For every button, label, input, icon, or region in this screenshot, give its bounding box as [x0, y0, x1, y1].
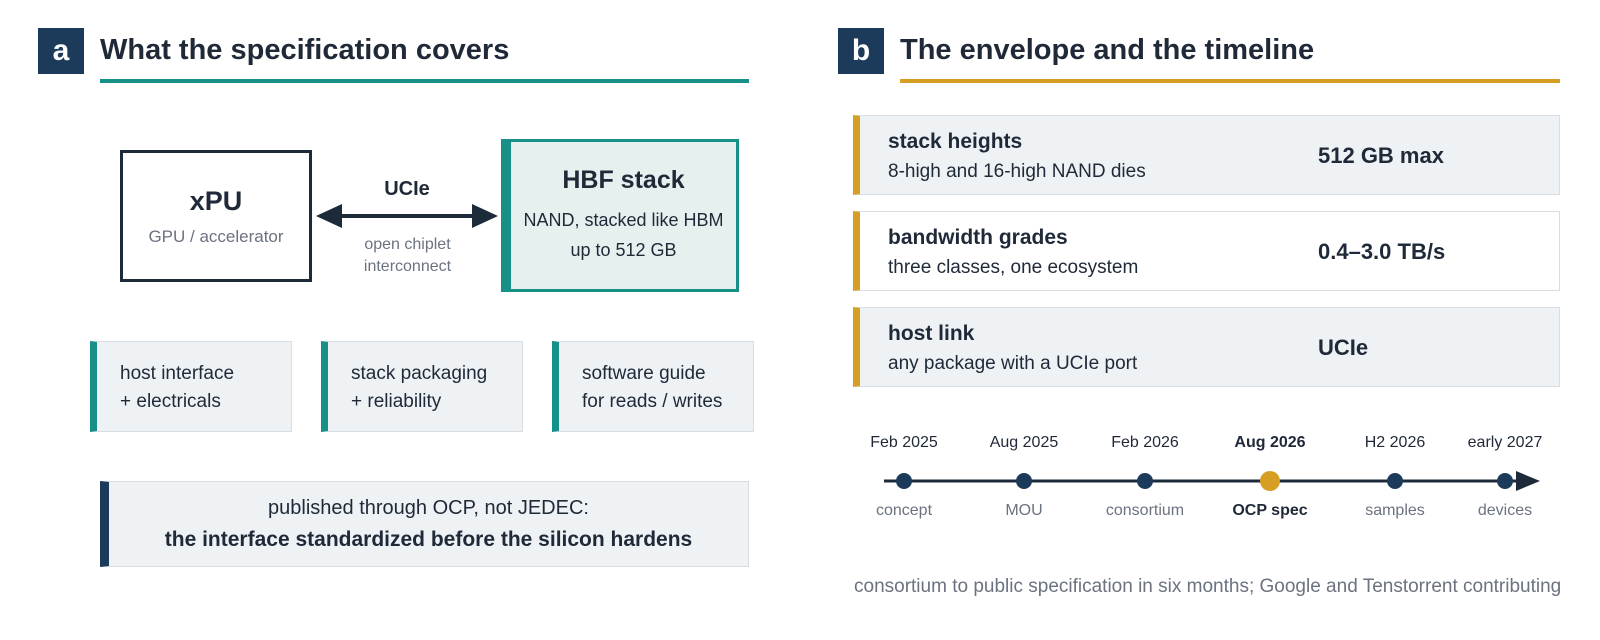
timeline-dot [1016, 473, 1032, 489]
spec-key: stack heights [888, 130, 1023, 153]
panel-b-title: The envelope and the timeline [900, 34, 1315, 66]
footer-caption: consortium to public specification in si… [854, 576, 1562, 597]
timeline-date: Feb 2026 [1111, 434, 1179, 451]
feature-line-1: host interface [120, 363, 235, 384]
timeline-date: Feb 2025 [870, 434, 938, 451]
feature-line-2: for reads / writes [582, 391, 723, 412]
timeline-event: MOU [1005, 502, 1042, 519]
hbf-line-2: up to 512 GB [570, 240, 677, 260]
timeline-event: concept [876, 502, 933, 519]
timeline-date: Aug 2026 [1234, 434, 1305, 451]
timeline-dot [1387, 473, 1403, 489]
panel-b-badge: b [838, 28, 884, 74]
timeline-arrow-icon [1516, 471, 1540, 491]
panel-a-badge: a [38, 28, 84, 74]
link-label: UCIe [384, 178, 430, 200]
timeline-dot [1497, 473, 1513, 489]
spec-row-bandwidth-grades: bandwidth grades three classes, one ecos… [853, 211, 1560, 291]
note-line-1: published through OCP, not JEDEC: [268, 496, 589, 519]
feature-card-host-interface: host interface + electricals [90, 341, 292, 432]
link-sub-line-1: open chiplet [364, 236, 451, 253]
note-line-2: the interface standardized before the si… [164, 527, 693, 551]
timeline-event: samples [1365, 502, 1425, 519]
timeline-date: early 2027 [1468, 434, 1543, 451]
feature-card-stack-packaging: stack packaging + reliability [321, 341, 523, 432]
hbf-stack-box: HBF stack NAND, stacked like HBM up to 5… [501, 139, 739, 292]
timeline-date: Aug 2025 [990, 434, 1059, 451]
timeline-date: H2 2026 [1365, 434, 1426, 451]
spec-row-host-link: host link any package with a UCIe port U… [853, 307, 1560, 387]
timeline-event: consortium [1106, 502, 1184, 519]
spec-row-stack-heights: stack heights 8-high and 16-high NAND di… [853, 115, 1560, 195]
timeline-event: OCP spec [1232, 502, 1307, 519]
panel-b-rule [900, 79, 1560, 83]
spec-desc: three classes, one ecosystem [888, 257, 1139, 278]
panel-a-title: What the specification covers [100, 34, 510, 66]
spec-value: UCIe [1318, 335, 1369, 360]
feature-line-2: + electricals [120, 391, 221, 412]
feature-card-software-guide: software guide for reads / writes [552, 341, 754, 432]
spec-key: bandwidth grades [888, 226, 1068, 249]
spec-key: host link [888, 322, 975, 345]
panel-a-rule [100, 79, 749, 83]
publication-note: published through OCP, not JEDEC: the in… [100, 481, 749, 567]
feature-line-1: stack packaging [351, 363, 488, 384]
feature-line-1: software guide [582, 363, 706, 384]
bidirectional-arrow-icon [316, 204, 498, 228]
xpu-subtitle: GPU / accelerator [148, 226, 284, 246]
link-subtitle: open chiplet interconnect [330, 234, 485, 278]
spec-desc: any package with a UCIe port [888, 353, 1138, 374]
spec-desc: 8-high and 16-high NAND dies [888, 161, 1146, 182]
timeline-dot [1260, 471, 1280, 491]
hbf-title: HBF stack [562, 166, 685, 194]
xpu-title: xPU [189, 185, 243, 216]
spec-value: 0.4–3.0 TB/s [1318, 239, 1446, 264]
timeline-dot [896, 473, 912, 489]
timeline-event: devices [1478, 502, 1532, 519]
xpu-box: xPU GPU / accelerator [120, 150, 312, 282]
link-sub-line-2: interconnect [363, 258, 452, 275]
spec-value: 512 GB max [1318, 143, 1444, 168]
feature-line-2: + reliability [351, 391, 442, 412]
timeline-dot [1137, 473, 1153, 489]
hbf-line-1: NAND, stacked like HBM [523, 210, 724, 230]
